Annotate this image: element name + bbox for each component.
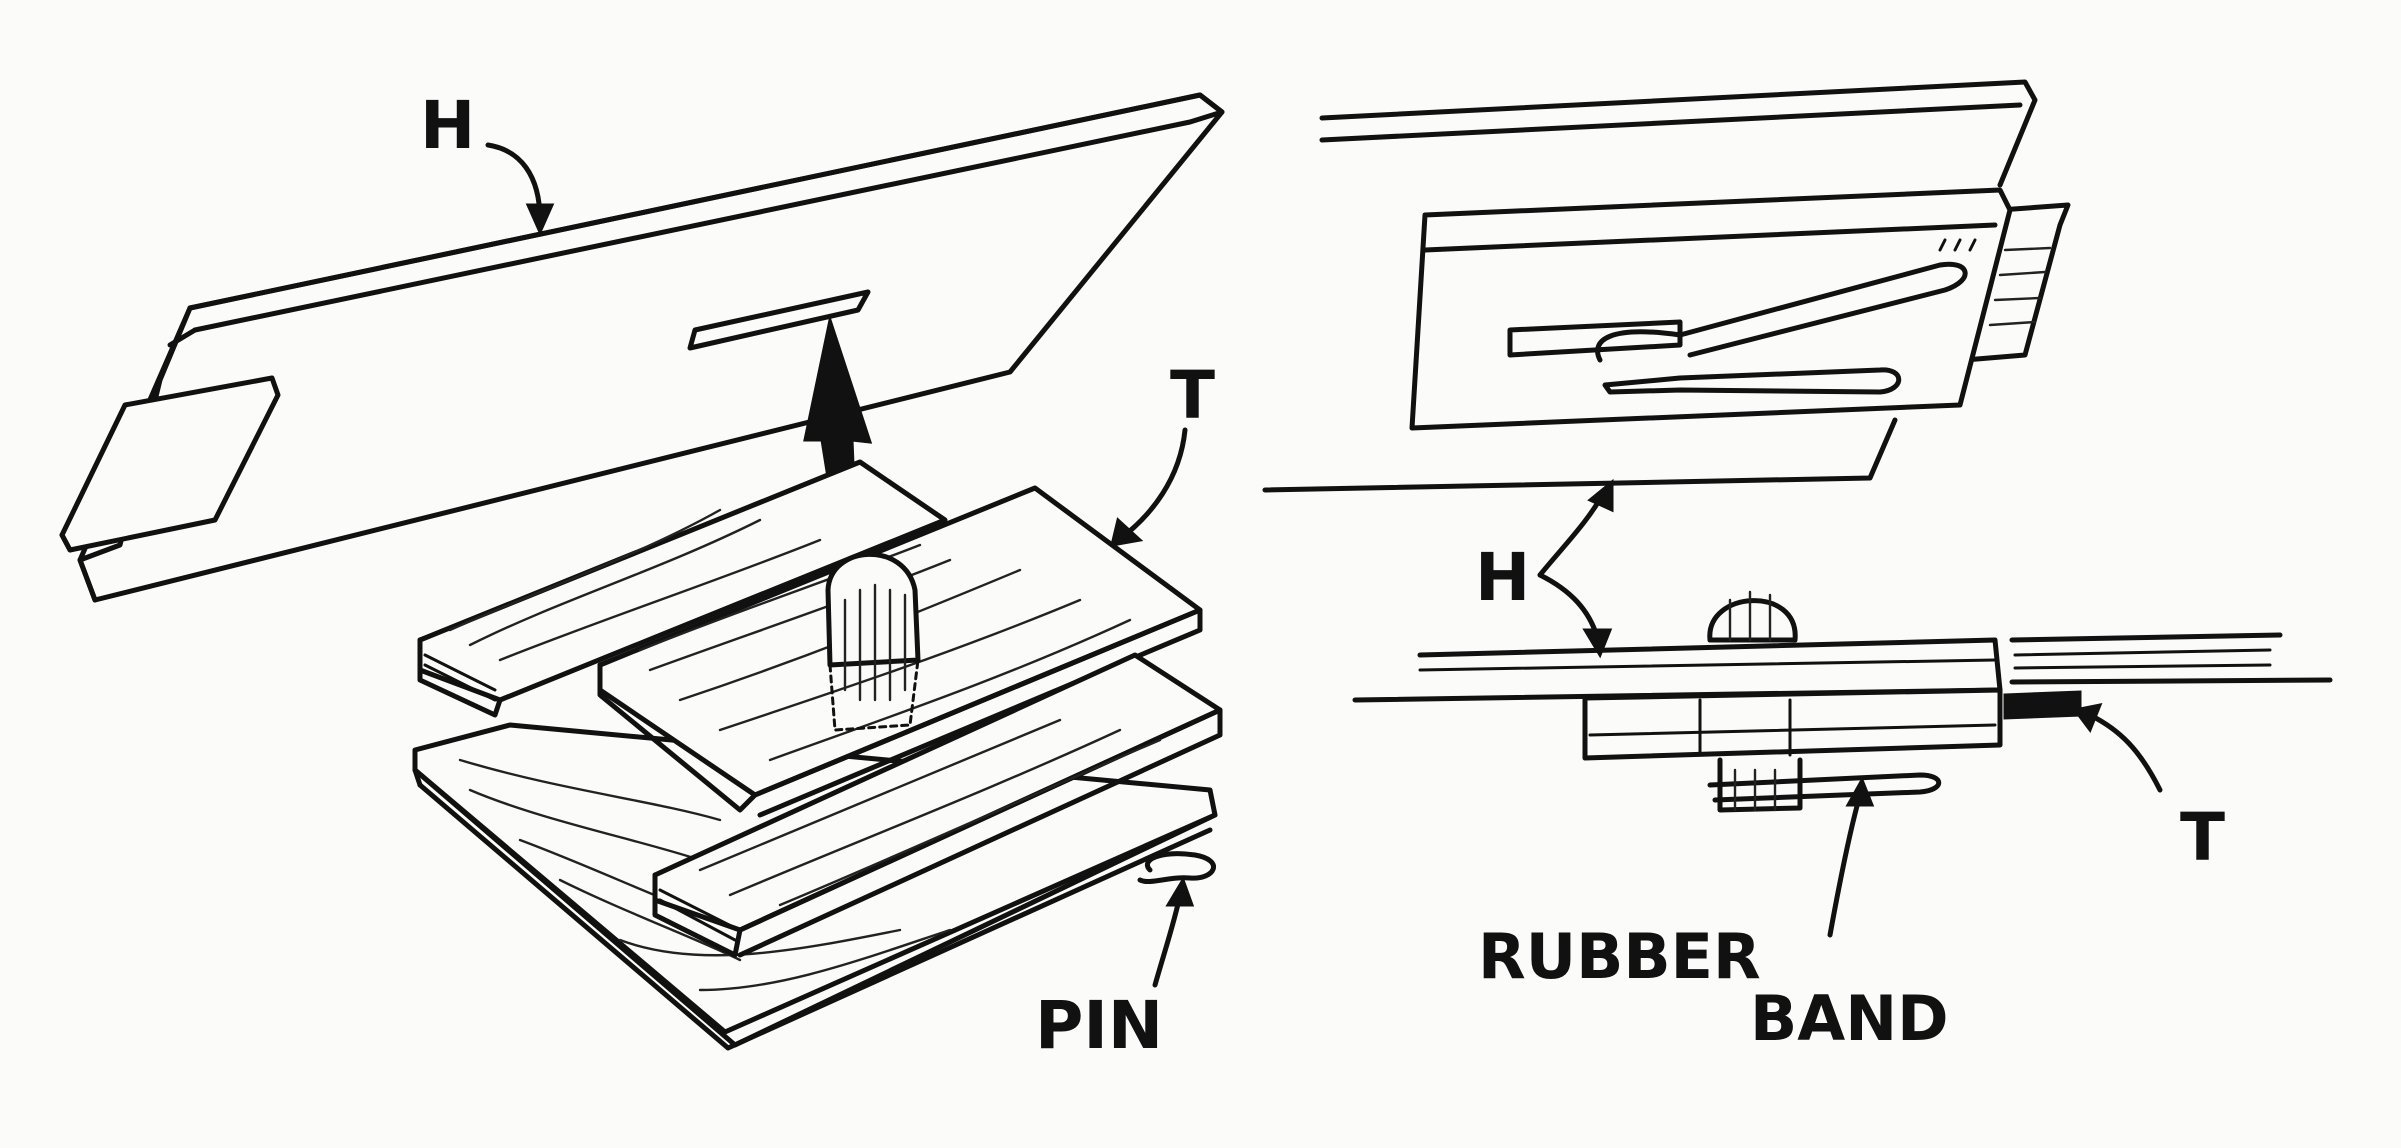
inner-block bbox=[1409, 187, 2013, 431]
label-t-right: T bbox=[2180, 799, 2225, 876]
left-strip bbox=[417, 459, 948, 718]
side-view bbox=[1352, 590, 2333, 813]
front-strip bbox=[652, 652, 1223, 958]
pin bbox=[1137, 851, 1216, 885]
h-board bbox=[59, 92, 1225, 603]
label-h-right: H bbox=[1475, 539, 1530, 616]
label-h-left: H bbox=[420, 87, 475, 164]
label-rubber: RUBBER bbox=[1478, 920, 1761, 993]
exploded-view bbox=[59, 92, 1225, 1051]
label-pin: PIN bbox=[1035, 987, 1163, 1064]
assembled-view bbox=[1262, 79, 2333, 938]
peg bbox=[825, 551, 921, 732]
labels: H T PIN H T RUBBER BAND bbox=[420, 87, 2225, 1064]
h-board-top bbox=[1262, 79, 2038, 493]
label-band: BAND bbox=[1750, 982, 1949, 1055]
label-t-left: T bbox=[1170, 357, 1215, 434]
